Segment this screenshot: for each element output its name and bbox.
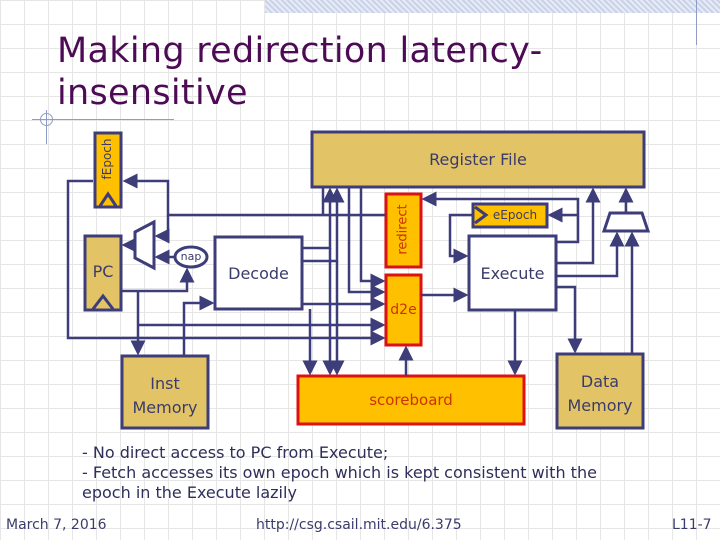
- decode-block: [213, 235, 304, 311]
- redirect-fifo: [384, 192, 423, 269]
- inst-memory-label-line1: Inst: [150, 374, 180, 393]
- pc-mux: [133, 219, 156, 271]
- decorative-top-band: [265, 0, 720, 13]
- d2e-label: d2e: [390, 302, 417, 318]
- eepoch-label: eEpoch: [492, 208, 538, 222]
- decorative-rule: [696, 0, 697, 45]
- execute-label: Execute: [480, 264, 545, 283]
- data-memory-label-line1: Data: [580, 372, 620, 391]
- note-line-3: epoch in the Execute lazily: [82, 483, 297, 502]
- footer-page-number: L11-7: [672, 517, 712, 533]
- pc-label: PC: [92, 262, 114, 281]
- scoreboard-label: scoreboard: [369, 391, 453, 409]
- fepoch-clock-icon: [98, 191, 118, 207]
- redirect-label: redirect: [395, 204, 411, 255]
- nap-label: nap: [180, 250, 202, 263]
- fepoch-label: fEpoch: [100, 138, 114, 180]
- decorative-rule-vertical: [46, 110, 47, 144]
- inst-memory-block: [120, 354, 210, 430]
- footer-url: http://csg.csail.mit.edu/6.375: [256, 517, 462, 533]
- slide-title: Making redirection latency- insensitive: [57, 30, 677, 114]
- writeback-mux: [601, 211, 651, 233]
- note-line-1: - No direct access to PC from Execute;: [82, 443, 389, 462]
- data-memory-label: Data Memory: [557, 370, 643, 418]
- d2e-fifo: [384, 273, 423, 347]
- slide-title-line2: insensitive: [57, 73, 248, 113]
- slide-title-line1: Making redirection latency-: [57, 31, 543, 71]
- footer-date: March 7, 2016: [6, 517, 107, 533]
- wires: [66, 173, 640, 376]
- eepoch-clock-icon: [474, 205, 489, 225]
- execute-block: [467, 234, 558, 312]
- register-file-block: [310, 130, 646, 189]
- title-underline: [32, 119, 174, 120]
- inst-memory-label: Inst Memory: [122, 372, 208, 420]
- register-file-label: Register File: [429, 150, 527, 169]
- note-line-2: - Fetch accesses its own epoch which is …: [82, 463, 597, 482]
- data-memory-label-line2: Memory: [567, 396, 633, 415]
- data-memory-block: [555, 352, 645, 430]
- decode-label: Decode: [228, 264, 289, 283]
- notes: - No direct access to PC from Execute; -…: [82, 443, 702, 503]
- scoreboard-block: [296, 374, 526, 426]
- inst-memory-label-line2: Memory: [132, 398, 198, 417]
- pc-clock-icon: [91, 293, 115, 310]
